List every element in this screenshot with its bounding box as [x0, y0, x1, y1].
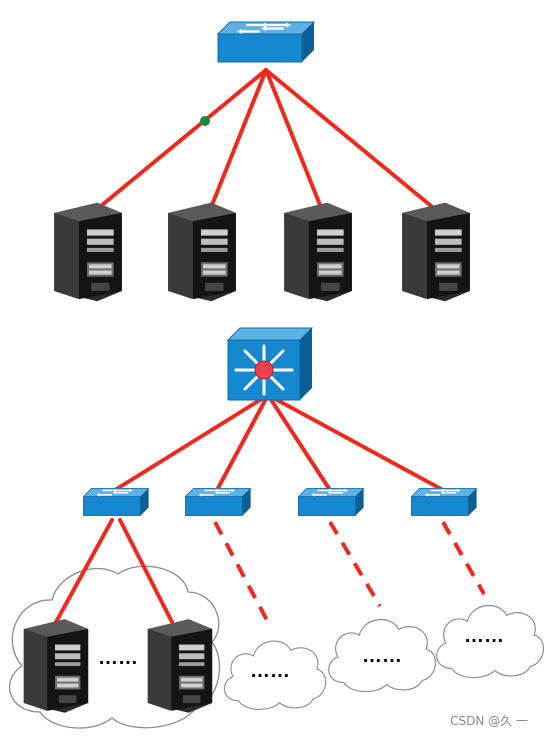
ellipsis-label: ……	[250, 660, 290, 682]
server-tower-icon	[284, 202, 352, 302]
server-tower-icon	[23, 619, 89, 713]
server-tower-icon	[147, 619, 213, 713]
link-top-4	[264, 68, 438, 212]
server-tower-icon	[54, 202, 122, 302]
ellipsis-label: ……	[464, 625, 504, 647]
server-tower-icon	[168, 202, 236, 302]
switch-icon	[82, 487, 150, 517]
top-links	[94, 68, 438, 212]
switch-icon	[410, 487, 478, 517]
layer3-switch-icon	[226, 327, 314, 401]
link-marker-dot	[200, 116, 210, 126]
dashed-links	[213, 520, 486, 627]
link-top-1	[94, 68, 268, 212]
access-links	[54, 518, 174, 624]
ellipsis-label: ……	[98, 647, 138, 669]
switch-icon	[216, 20, 316, 64]
watermark: CSDN @久 一	[450, 714, 528, 728]
server-tower-icon	[402, 202, 470, 302]
ellipsis-label: ……	[362, 645, 402, 667]
switch-icon	[184, 487, 252, 517]
switch-icon	[297, 487, 365, 517]
core-links	[113, 393, 445, 492]
link-top-2	[208, 68, 268, 212]
link-top-3	[264, 68, 324, 212]
